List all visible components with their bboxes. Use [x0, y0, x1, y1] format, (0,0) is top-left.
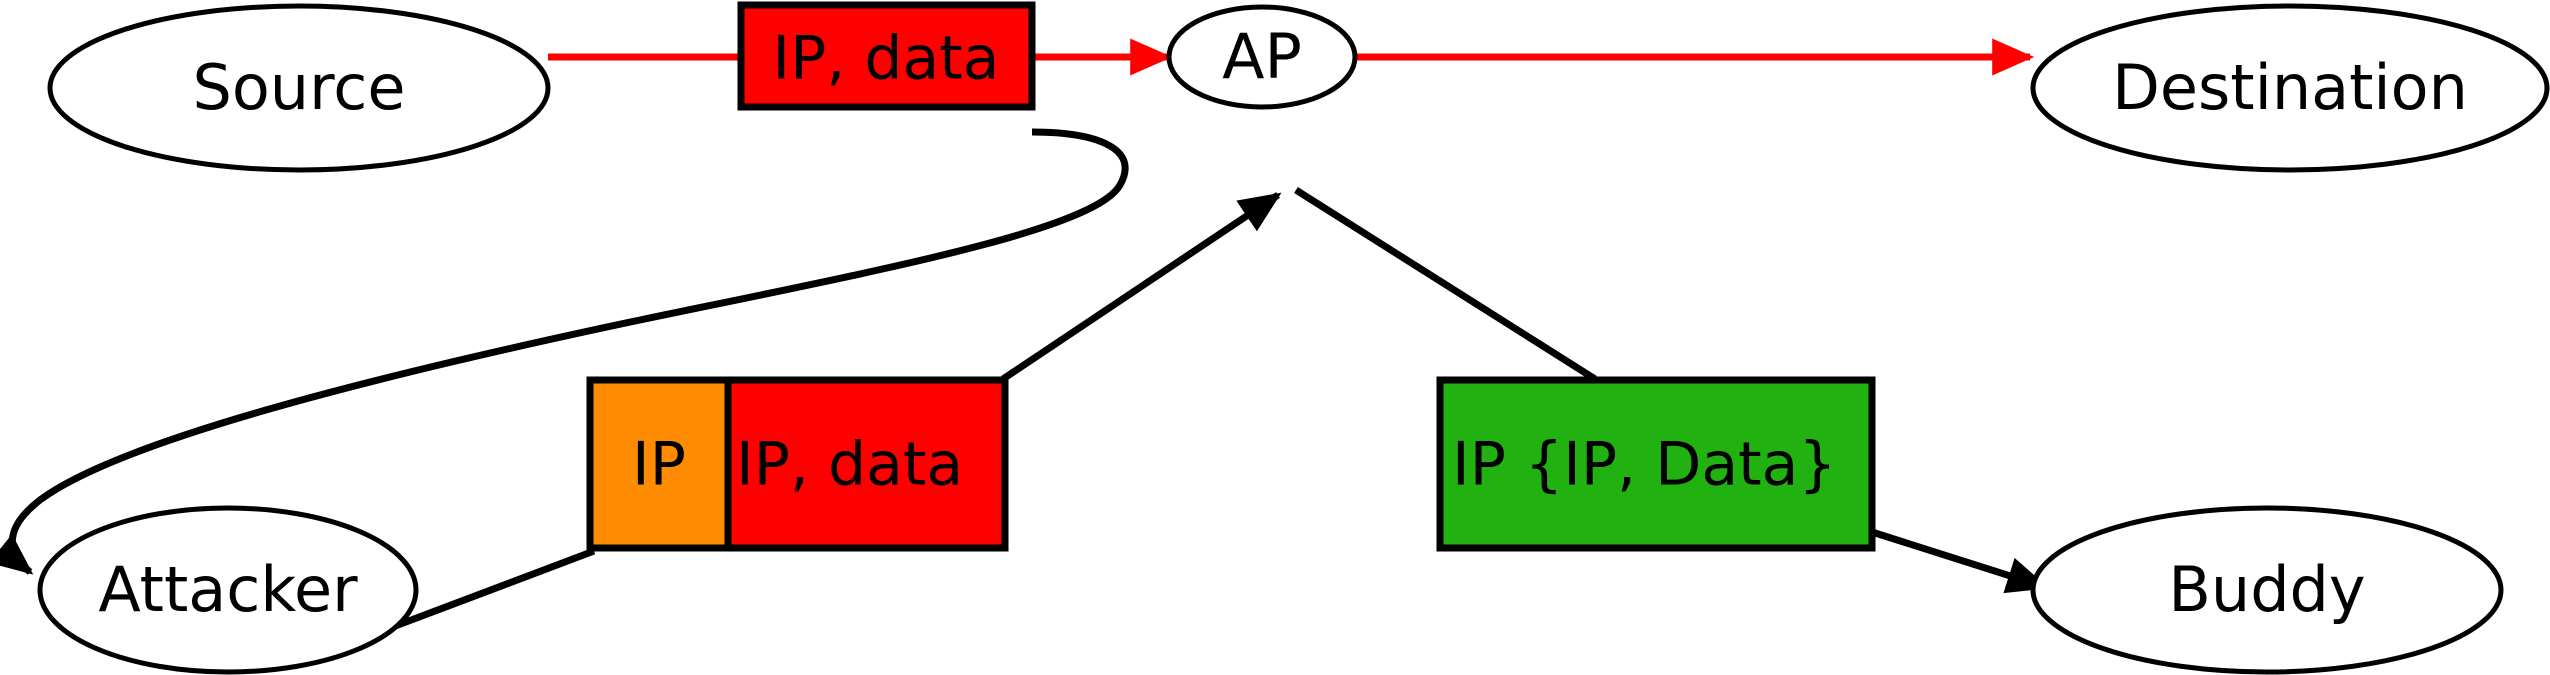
packet-top[interactable]: IP, data — [737, 1, 1036, 111]
destination-ellipse — [2030, 3, 2550, 173]
node-attacker[interactable]: Attacker — [37, 505, 419, 675]
source-label: Source — [193, 51, 406, 124]
node-buddy[interactable]: Buddy — [2030, 505, 2504, 675]
packet-attacker[interactable]: IP IP, data — [586, 376, 1009, 552]
destination-label: Destination — [2112, 51, 2468, 124]
packet-attacker-label-0: IP — [632, 430, 686, 500]
packet-top-segment-red — [737, 1, 1036, 111]
packet-buddy[interactable]: IP {IP, Data} — [1436, 376, 1876, 552]
buddy-ellipse — [2030, 505, 2504, 675]
packet-attacker-segment-red — [724, 376, 1009, 552]
edge-ap-to-packet-buddy — [1294, 187, 1597, 382]
source-ellipse — [47, 3, 551, 173]
edge-packet-to-attacker — [0, 128, 1129, 575]
node-ap[interactable]: AP — [1166, 4, 1358, 110]
buddy-label: Buddy — [2168, 553, 2365, 626]
attacker-label: Attacker — [98, 553, 358, 626]
packet-buddy-segment-green — [1436, 376, 1876, 552]
node-destination[interactable]: Destination — [2030, 3, 2550, 173]
packet-attacker-label-1: IP, data — [736, 430, 963, 500]
packet-attacker-segment-orange — [586, 376, 732, 552]
ap-ellipse — [1166, 4, 1358, 110]
edge-attacker-to-packet — [388, 547, 596, 632]
attacker-ellipse — [37, 505, 419, 675]
edge-packet-attacker-to-ap — [1001, 192, 1282, 382]
edge-packet-buddy-to-buddy — [1870, 528, 2050, 594]
packet-top-label-0: IP, data — [772, 24, 999, 94]
ap-label: AP — [1222, 20, 1302, 93]
packet-buddy-label-0: IP {IP, Data} — [1452, 430, 1837, 500]
node-source[interactable]: Source — [47, 3, 551, 173]
